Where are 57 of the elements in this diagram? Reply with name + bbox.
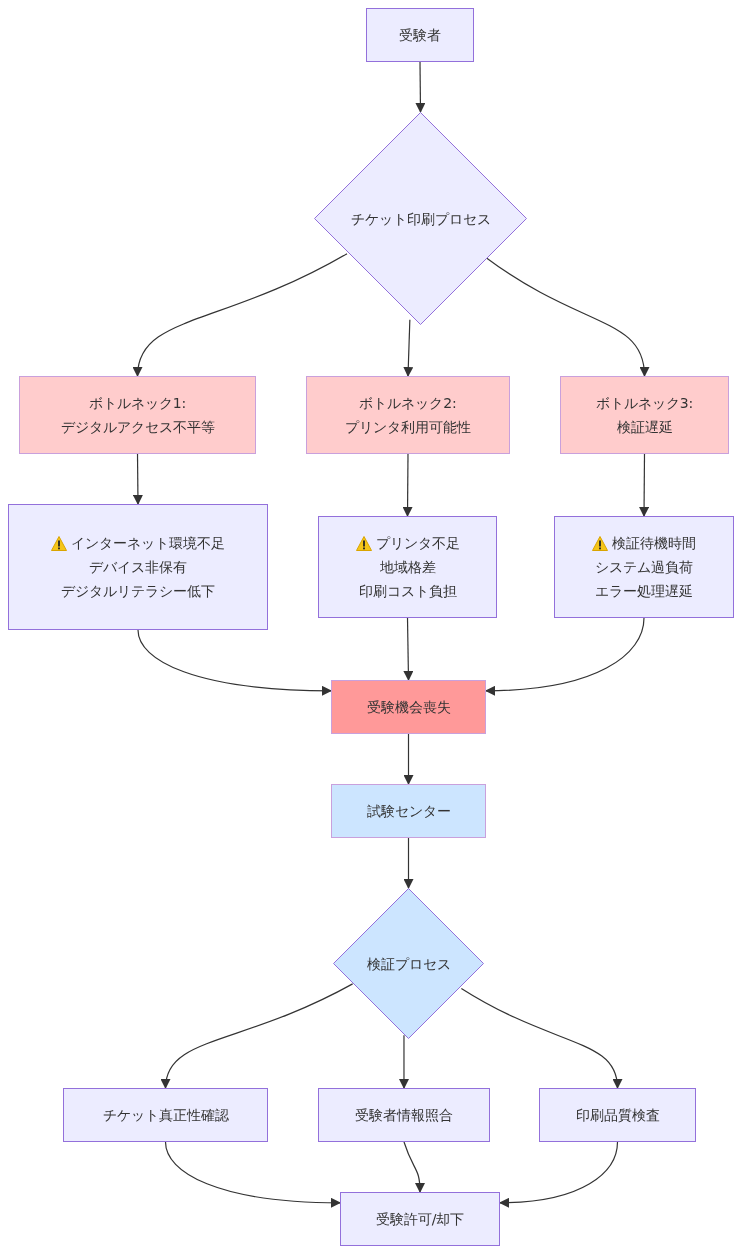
node-label: デジタルリテラシー低下 — [61, 582, 215, 601]
node-label: 受験許可/却下 — [375, 1210, 465, 1229]
arrow — [403, 319, 414, 377]
node-label: チケット真正性確認 — [102, 1106, 229, 1125]
process-box — [63, 1088, 268, 1142]
bottleneck-box — [306, 376, 510, 454]
process-box — [539, 1088, 696, 1142]
arrow — [403, 1141, 425, 1193]
node-label: 地域格差 — [379, 558, 436, 577]
node-label: ボトルネック3: — [595, 394, 694, 413]
arrow — [485, 257, 649, 377]
node-label: 印刷品質検査 — [575, 1106, 660, 1125]
arrow — [164, 1141, 341, 1208]
arrow — [460, 987, 622, 1089]
arrow — [415, 61, 426, 113]
arrow — [133, 253, 348, 377]
arrow — [402, 453, 413, 517]
node-label: 受験者情報照合 — [355, 1106, 453, 1125]
node-label: 検証プロセス — [366, 954, 451, 974]
arrow — [161, 983, 354, 1089]
arrow — [399, 1034, 409, 1089]
node-label: 試験センター — [366, 802, 451, 821]
arrow — [132, 453, 143, 505]
node-label: 受験者 — [399, 26, 441, 45]
node-label: プリンタ不足 — [375, 534, 460, 553]
node-label: デバイス非保有 — [89, 558, 187, 577]
arrow — [485, 617, 645, 696]
arrow — [499, 1141, 619, 1208]
loss-box — [331, 680, 486, 734]
node-label: エラー処理遅延 — [595, 582, 693, 601]
node-label: プリンタ利用可能性 — [345, 418, 471, 437]
process-box — [554, 516, 734, 618]
node-label: システム過負荷 — [595, 558, 693, 577]
arrow — [639, 453, 650, 517]
arrow — [137, 629, 332, 696]
node-label: 検証待機時間 — [612, 534, 696, 553]
node-label: 印刷コスト負担 — [358, 582, 457, 601]
process-box — [8, 504, 268, 630]
process-box — [318, 1088, 490, 1142]
node-label: 受験機会喪失 — [366, 698, 451, 717]
node-label: デジタルアクセス不平等 — [60, 418, 215, 437]
arrow — [403, 733, 414, 785]
bottleneck-box — [560, 376, 729, 454]
node-label: ボトルネック1: — [88, 394, 187, 413]
node-label: 検証遅延 — [616, 418, 673, 437]
process-box — [366, 8, 474, 62]
node-label: チケット印刷プロセス — [350, 209, 491, 229]
bottleneck-box — [19, 376, 256, 454]
arrow — [403, 617, 414, 681]
center-box — [331, 784, 486, 838]
process-box — [318, 516, 497, 618]
decision-diamond — [333, 888, 484, 1039]
process-box — [340, 1192, 500, 1246]
node-label: インターネット環境不足 — [71, 534, 225, 553]
node-label: ボトルネック2: — [359, 394, 457, 413]
decision-diamond — [314, 112, 527, 325]
arrow — [403, 837, 414, 889]
